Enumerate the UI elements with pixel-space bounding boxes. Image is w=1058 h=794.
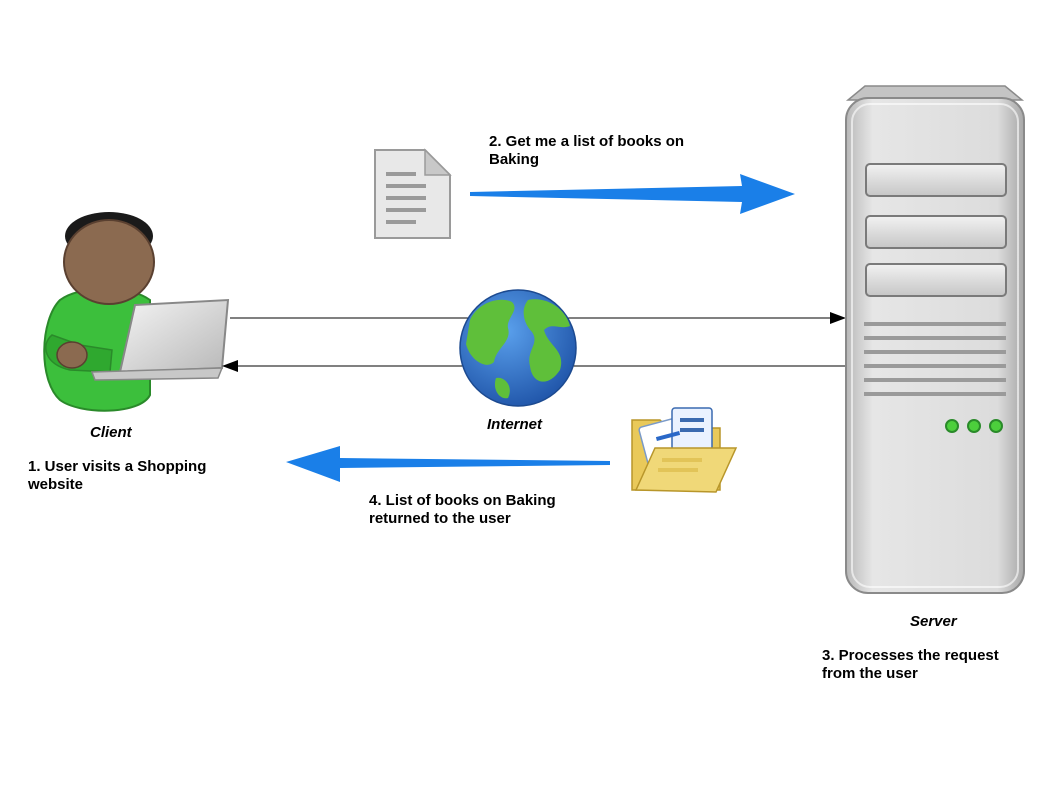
laptop-icon [90, 298, 230, 381]
server-tower-icon [845, 85, 1025, 594]
internet-caption: Internet [487, 416, 543, 433]
client-step-line1: 1. User visits a Shopping [28, 458, 207, 475]
server-step-line1: 3. Processes the request [822, 647, 999, 664]
client-step-line2: website [28, 476, 84, 493]
globe-icon [459, 289, 577, 407]
client-step-label: 1. User visits a Shopping website [28, 458, 206, 494]
request-label: 2. Get me a list of books on Baking [489, 133, 684, 169]
document-icon [374, 148, 452, 239]
client-caption: Client [90, 424, 132, 441]
server-caption: Server [910, 613, 957, 630]
server-step-line2: from the user [822, 665, 918, 682]
response-arrow [286, 446, 610, 482]
folder-icon [631, 407, 738, 493]
response-label: 4. List of books on Baking returned to t… [369, 492, 556, 528]
response-label-line1: 4. List of books on Baking [369, 492, 556, 509]
request-label-line2: Baking [489, 151, 540, 168]
response-label-line2: returned to the user [369, 510, 511, 527]
request-label-line1: 2. Get me a list of books on [489, 133, 685, 150]
request-arrow [470, 174, 795, 214]
client-person-icon [43, 212, 155, 412]
server-step-label: 3. Processes the request from the user [822, 647, 999, 683]
